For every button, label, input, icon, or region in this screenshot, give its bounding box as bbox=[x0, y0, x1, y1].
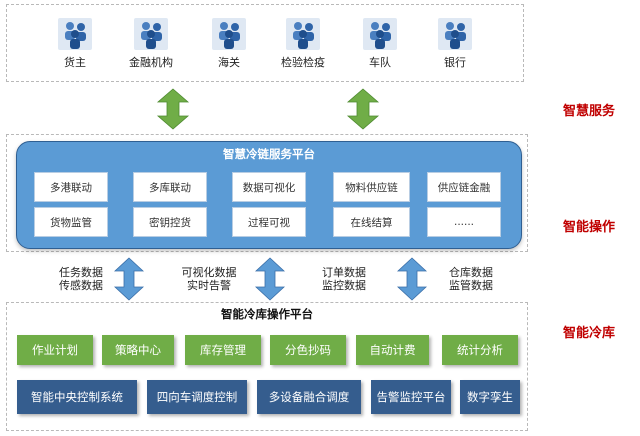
party-owner: 货主 bbox=[45, 17, 105, 70]
party-label: 车队 bbox=[369, 56, 391, 69]
ops-module: 库存管理 bbox=[185, 335, 261, 365]
platform-feature: 物料供应链 bbox=[333, 172, 410, 202]
platform-feature: 过程可视 bbox=[232, 207, 306, 237]
side-label-smart-cold-storage: 智能冷库 bbox=[563, 326, 616, 341]
double-arrow-icon bbox=[346, 88, 380, 130]
platform-title: 智慧冷链服务平台 bbox=[223, 147, 315, 161]
double-arrow-icon bbox=[156, 88, 190, 130]
platform-region bbox=[6, 134, 528, 252]
people-icon bbox=[212, 18, 246, 50]
party-label: 银行 bbox=[444, 56, 466, 69]
ops-title: 智能冷库操作平台 bbox=[221, 307, 313, 321]
party-label: 检验检疫 bbox=[281, 56, 325, 69]
platform-feature: 供应链金融 bbox=[427, 172, 501, 202]
data-flow-line: 仓库数据 bbox=[449, 266, 493, 279]
platform-feature: 多库联动 bbox=[133, 172, 207, 202]
double-arrow-icon bbox=[396, 257, 428, 301]
people-icon bbox=[58, 18, 92, 50]
platform-feature: ...... bbox=[427, 207, 501, 237]
data-flow-label: 仓库数据 监管数据 bbox=[442, 266, 500, 292]
party-financial-institution: 金融机构 bbox=[121, 17, 181, 70]
service-parties-region bbox=[6, 4, 524, 82]
party-label: 金融机构 bbox=[129, 56, 173, 69]
party-inspection-quarantine: 检验检疫 bbox=[273, 17, 333, 70]
ops-module: 分色抄码 bbox=[270, 335, 346, 365]
data-flow-line: 监控数据 bbox=[322, 279, 366, 292]
data-flow-label: 订单数据 监控数据 bbox=[315, 266, 373, 292]
ops-system: 四向车调度控制 bbox=[147, 380, 247, 414]
side-label-smart-operation: 智能操作 bbox=[563, 220, 616, 235]
double-arrow-icon bbox=[113, 257, 145, 301]
ops-system: 智能中央控制系统 bbox=[17, 380, 137, 414]
data-flow-line: 监管数据 bbox=[449, 279, 493, 292]
ops-module: 策略中心 bbox=[102, 335, 174, 365]
ops-system: 数字孪生 bbox=[460, 380, 520, 414]
ops-region bbox=[6, 302, 528, 431]
party-label: 货主 bbox=[64, 56, 86, 69]
double-arrow-icon bbox=[254, 257, 286, 301]
ops-system: 告警监控平台 bbox=[371, 380, 451, 414]
platform-feature: 数据可视化 bbox=[232, 172, 306, 202]
platform-feature: 货物监管 bbox=[34, 207, 108, 237]
ops-module: 自动计费 bbox=[356, 335, 429, 365]
ops-module: 作业计划 bbox=[17, 335, 93, 365]
data-flow-line: 可视化数据 bbox=[181, 266, 237, 279]
party-label: 海关 bbox=[218, 56, 240, 69]
data-flow-line: 订单数据 bbox=[322, 266, 366, 279]
platform-feature: 密钥控货 bbox=[133, 207, 207, 237]
data-flow-line: 传感数据 bbox=[59, 279, 103, 292]
people-icon bbox=[438, 18, 472, 50]
party-bank: 银行 bbox=[425, 17, 485, 70]
party-fleet: 车队 bbox=[350, 17, 410, 70]
platform-feature: 多港联动 bbox=[34, 172, 108, 202]
data-flow-label: 任务数据 传感数据 bbox=[52, 266, 110, 292]
people-icon bbox=[363, 18, 397, 50]
party-customs: 海关 bbox=[199, 17, 259, 70]
data-flow-line: 实时告警 bbox=[187, 279, 231, 292]
ops-system: 多设备融合调度 bbox=[257, 380, 361, 414]
platform-feature: 在线结算 bbox=[333, 207, 410, 237]
people-icon bbox=[134, 18, 168, 50]
side-label-smart-service: 智慧服务 bbox=[563, 104, 616, 119]
people-icon bbox=[286, 18, 320, 50]
data-flow-line: 任务数据 bbox=[59, 266, 103, 279]
data-flow-label: 可视化数据 实时告警 bbox=[180, 266, 238, 292]
ops-module: 统计分析 bbox=[442, 335, 518, 365]
